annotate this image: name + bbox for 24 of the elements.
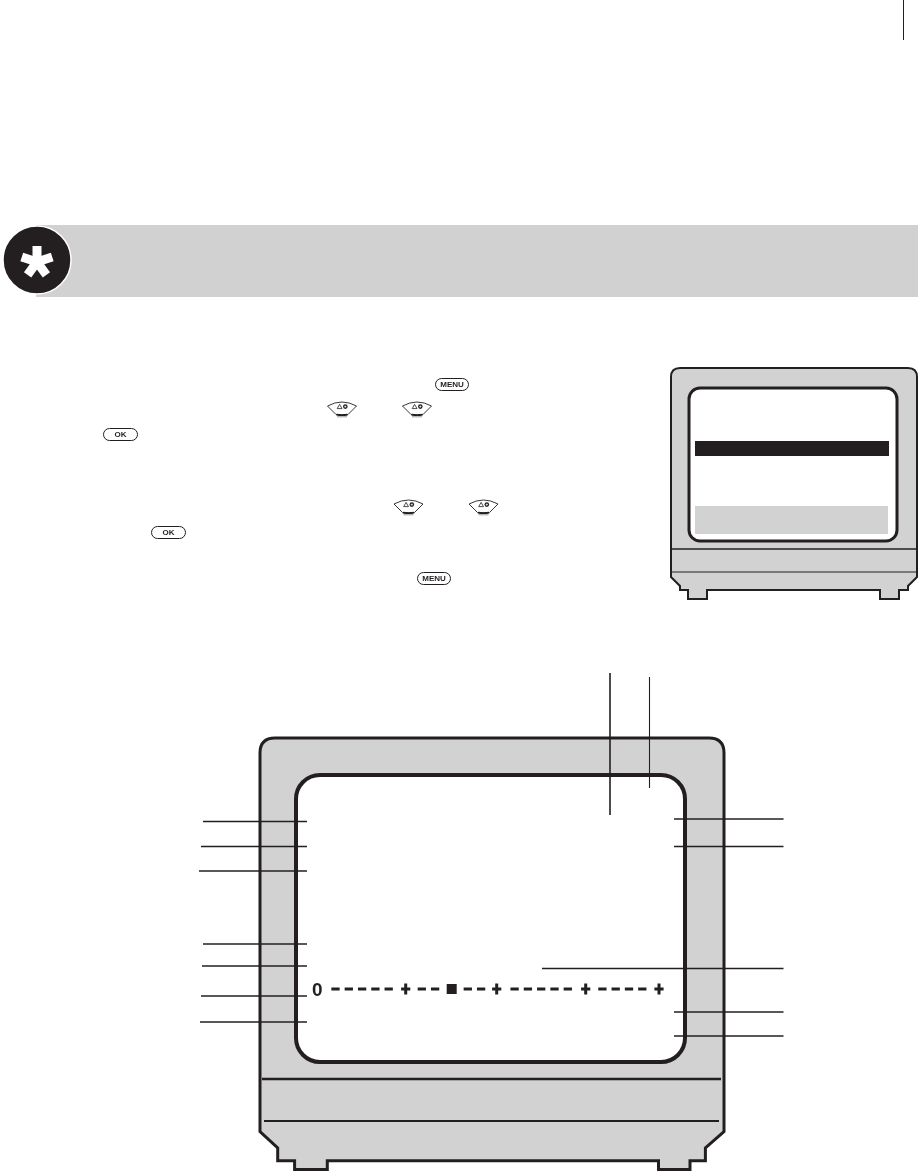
leader-line (202, 820, 308, 823)
remote-key-icon (392, 497, 425, 516)
leader-line (198, 870, 308, 872)
leader-line (202, 943, 308, 945)
leader-line (673, 1011, 785, 1013)
leader-line (201, 965, 308, 967)
leader-line (609, 672, 611, 816)
remote-key-icon (401, 399, 433, 418)
remote-key-icon (326, 399, 358, 418)
leader-line (673, 1035, 785, 1037)
scale-label: 0 (312, 980, 323, 999)
remote-key: MENU (417, 572, 451, 585)
tv-screen (294, 773, 687, 1064)
leader-line (200, 995, 308, 997)
leader-line (673, 845, 785, 848)
remote-key: OK (103, 428, 138, 441)
leader-line (199, 1021, 308, 1023)
remote-key-icon (467, 497, 500, 516)
leader-line (673, 818, 785, 820)
remote-key: MENU (435, 378, 469, 391)
remote-key: OK (151, 526, 186, 539)
leader-line (541, 967, 785, 970)
leader-line (200, 845, 308, 848)
leader-line (648, 676, 651, 789)
